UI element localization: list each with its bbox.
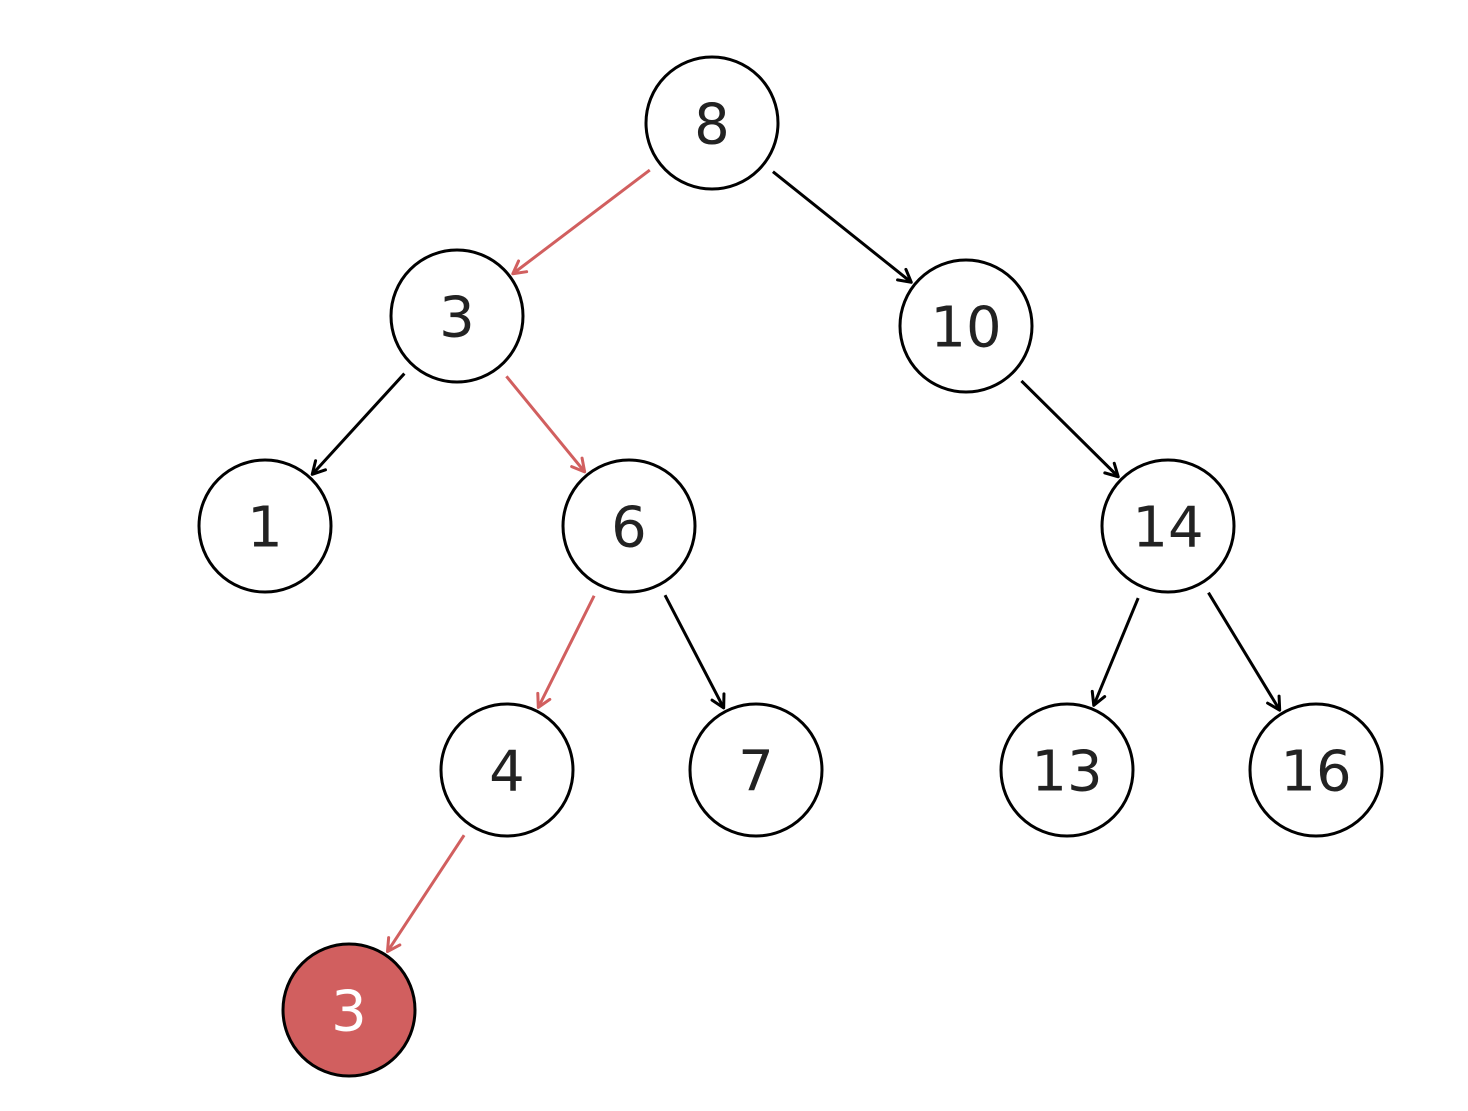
edge-n14-to-n13 [1090, 597, 1140, 707]
edge-n8-to-n10 [771, 170, 913, 284]
arrowhead-icon [570, 456, 587, 474]
arrowhead-icon [310, 459, 327, 476]
edge-n6-to-n4 [536, 595, 596, 709]
node-circle [999, 702, 1135, 838]
edge-line [386, 834, 466, 953]
arrowhead-icon [536, 691, 552, 709]
tree-node: 7 [688, 702, 824, 838]
node-circle [389, 248, 525, 384]
edge-n3-to-n6 [505, 375, 587, 474]
edge-line [1092, 597, 1140, 706]
edge-n6-to-n7 [663, 594, 726, 710]
node-circle [197, 458, 333, 594]
node-circle [1100, 458, 1236, 594]
arrowhead-icon [710, 692, 726, 710]
edge-line [505, 375, 586, 473]
edge-n14-to-n16 [1207, 591, 1282, 712]
edge-line [1020, 379, 1120, 478]
tree-node: 10 [898, 258, 1034, 394]
node-label: 6 [611, 496, 647, 561]
node-label: 13 [1031, 740, 1102, 805]
arrowhead-icon [1266, 694, 1282, 712]
tree-node: 6 [561, 458, 697, 594]
edge-line [511, 168, 651, 275]
tree-node: 14 [1100, 458, 1236, 594]
node-label: 1 [247, 496, 283, 561]
node-label: 8 [694, 93, 730, 158]
edge-line [663, 594, 726, 709]
node-circle [561, 458, 697, 594]
node-label: 16 [1280, 740, 1351, 805]
arrowhead-icon [511, 259, 529, 276]
tree-node-inserted: 3 [281, 942, 417, 1078]
tree-node: 13 [999, 702, 1135, 838]
edge-n10-to-n14 [1020, 379, 1120, 479]
tree-node: 8 [644, 55, 780, 191]
tree-node: 3 [389, 248, 525, 384]
node-circle [898, 258, 1034, 394]
arrowhead-icon [1090, 689, 1107, 707]
node-circle [1248, 702, 1384, 838]
node-circle [439, 702, 575, 838]
edge-n4-to-new3 [385, 834, 466, 954]
node-label: 14 [1132, 496, 1203, 561]
node-label: 7 [738, 740, 774, 805]
edges-layer [310, 168, 1282, 954]
edge-line [771, 170, 913, 284]
node-label: 3 [331, 980, 367, 1045]
tree-node: 4 [439, 702, 575, 838]
arrowhead-icon [1103, 461, 1120, 479]
edge-line [536, 595, 596, 709]
arrowhead-icon [896, 267, 913, 284]
edge-line [1207, 591, 1281, 711]
node-circle [281, 942, 417, 1078]
node-label: 3 [439, 286, 475, 351]
arrowhead-icon [385, 936, 402, 954]
edge-n8-to-n3 [511, 168, 651, 276]
edge-n3-to-n1 [310, 372, 406, 476]
tree-node: 16 [1248, 702, 1384, 838]
node-circle [644, 55, 780, 191]
tree-node: 1 [197, 458, 333, 594]
edge-line [311, 372, 406, 476]
node-circle [688, 702, 824, 838]
node-label: 4 [489, 740, 525, 805]
node-label: 10 [930, 296, 1001, 361]
